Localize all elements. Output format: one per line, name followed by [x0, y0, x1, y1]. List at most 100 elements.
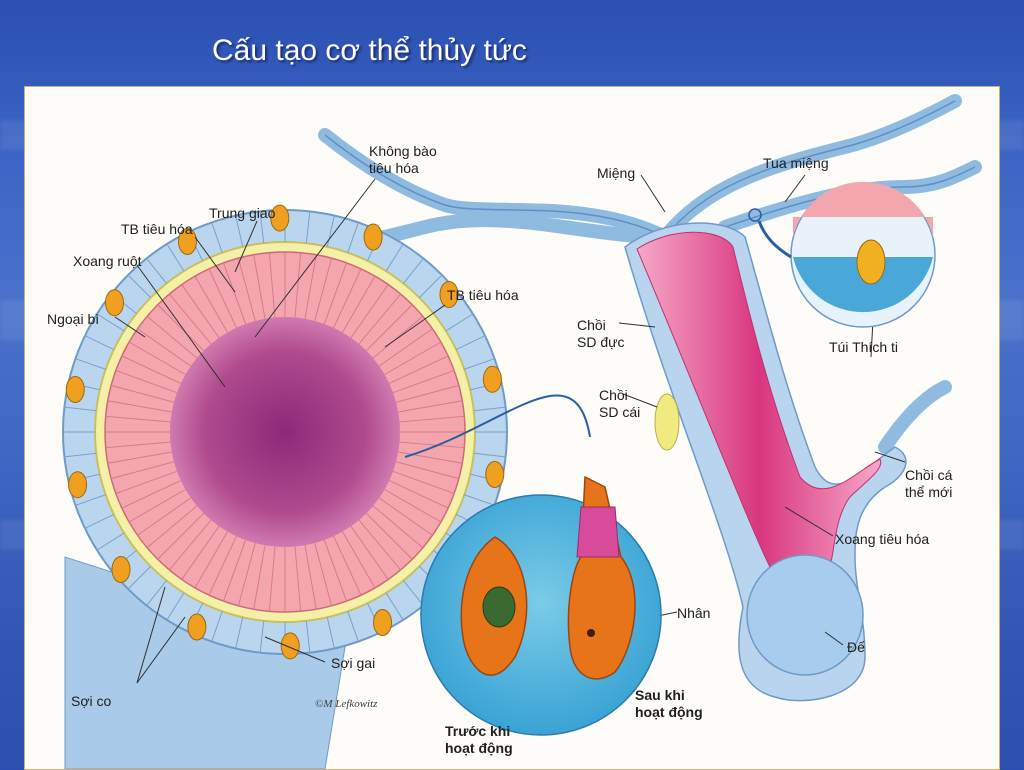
nematocyst-coiled: [482, 586, 516, 628]
ectoderm-cell-wall: [235, 215, 244, 247]
endoderm-cell-wall: [294, 252, 302, 318]
ectoderm-cell-wall: [84, 513, 115, 529]
endoderm-cell-wall: [194, 531, 228, 589]
slide-title: Cấu tạo cơ thể thủy tức: [212, 34, 527, 67]
endoderm-cell-wall: [253, 254, 266, 319]
endoderm-cell-wall: [358, 293, 402, 345]
endoderm-cell-wall: [137, 328, 192, 367]
ectoderm-cell-wall: [418, 274, 443, 299]
ectoderm-cell-wall: [64, 452, 97, 458]
zoom-thread: [404, 394, 591, 458]
ectoderm-cell-wall: [326, 215, 335, 247]
ectoderm-cell-wall: [75, 358, 106, 370]
female-gonad-bud: [654, 393, 680, 451]
endoderm-cell-wall: [333, 536, 362, 596]
cnidocyte: [68, 471, 88, 499]
endoderm-cell-wall: [372, 505, 424, 549]
endoderm-cell-wall: [392, 369, 455, 394]
endoderm-cell-wall: [105, 441, 171, 449]
zoom-arrow: [757, 220, 792, 259]
endoderm-cell-wall: [111, 461, 175, 480]
endoderm-cell-wall: [128, 489, 186, 523]
endoderm-cell-wall: [399, 441, 465, 449]
endoderm-cell-wall: [384, 489, 442, 523]
endoderm-cell-wall: [372, 315, 424, 359]
endoderm-cell-wall: [342, 531, 376, 589]
label-mieng: Miệng: [597, 165, 636, 181]
endoderm-cell-wall: [350, 525, 389, 580]
endoderm-cell-wall: [157, 512, 205, 560]
endoderm-cell-wall: [208, 536, 237, 596]
ectoderm-cell-wall: [259, 620, 265, 653]
ectoderm-cell-wall: [326, 617, 335, 649]
ectoderm-cell-wall: [146, 580, 167, 606]
label-xoang-tieu-hoa: Xoang tiêu hóa: [835, 531, 930, 547]
ectoderm-cell-wall: [96, 313, 125, 332]
endoderm-cell-wall: [115, 470, 178, 495]
cnidocyte: [482, 365, 502, 393]
label-xoang-ruot: Xoang ruột: [73, 253, 142, 269]
ectoderm-cell-wall: [211, 611, 223, 642]
cnidocyst-sac: [856, 239, 886, 285]
ectoderm-cell-wall: [464, 358, 495, 370]
endoderm-cell-wall: [304, 545, 317, 610]
endoderm-cell-wall: [389, 480, 449, 509]
lens-endoderm: [793, 181, 933, 237]
label-tb-tieu-hoa-left: TB tiêu hóa: [121, 221, 193, 237]
endoderm-cell-wall: [314, 542, 333, 606]
label-trung-giao: Trung giao: [209, 205, 276, 221]
endoderm-cell-wall: [115, 369, 178, 394]
endoderm-cells: [105, 252, 465, 612]
ectoderm-cell-wall: [305, 620, 311, 653]
leader-lines: [114, 174, 906, 684]
hydra-body-endoderm: [636, 231, 882, 568]
endoderm-cell-wall: [350, 284, 389, 339]
ectoderm-cell-wall: [473, 452, 506, 458]
ectoderm-cell-wall: [403, 580, 424, 606]
endoderm-cell-wall: [137, 497, 192, 536]
ectoderm-cell-wall: [305, 211, 311, 244]
endoderm-cell-wall: [342, 275, 376, 333]
cnidocyte: [65, 375, 85, 403]
ectoderm-cell-wall: [75, 494, 106, 506]
cnidocyte: [280, 632, 300, 660]
endoderm-cell-wall: [146, 315, 198, 359]
endoderm-cell-wall: [237, 542, 256, 606]
endoderm-cell-wall: [128, 341, 186, 375]
endoderm-cell-wall: [378, 497, 433, 536]
ectoderm-cell-wall: [455, 335, 486, 351]
ectoderm-cell-wall: [166, 243, 185, 272]
cnidocyte: [485, 461, 505, 489]
label-ngoai-bi: Ngoại bì: [47, 311, 100, 327]
endoderm-cell-wall: [358, 519, 402, 571]
endoderm-cell-wall: [395, 384, 459, 403]
endoderm-cell-wall: [181, 525, 220, 580]
cnidocyte: [373, 608, 393, 636]
endoderm-cell-wall: [146, 505, 198, 549]
cnidocyte: [439, 281, 459, 309]
endoderm-cell-wall: [294, 546, 302, 612]
endoderm-cell-wall: [194, 275, 228, 333]
zoom-origin-marker: [748, 208, 762, 222]
endoderm-cell-wall: [222, 262, 247, 325]
cnidocyte: [363, 223, 383, 251]
ectoderm-cell-wall: [445, 313, 474, 332]
cnidocyte: [177, 228, 197, 256]
label-tua-mieng: Tua miệng: [763, 155, 829, 171]
cnidocyte: [104, 289, 124, 317]
ectoderm-cell-wall: [473, 406, 506, 412]
ectoderm-cell-wall: [211, 222, 223, 253]
endoderm-cell-wall: [395, 461, 459, 480]
endoderm-cell-wall: [121, 480, 181, 509]
endoderm-cell-wall: [157, 304, 205, 352]
endoderm-cell-wall: [253, 545, 266, 610]
ectoderm-cell-wall: [347, 611, 359, 642]
endoderm-cell-wall: [168, 519, 212, 571]
lens-ectoderm: [793, 257, 933, 313]
endoderm-cell-wall: [323, 539, 348, 602]
gut-cavity: [170, 317, 400, 547]
